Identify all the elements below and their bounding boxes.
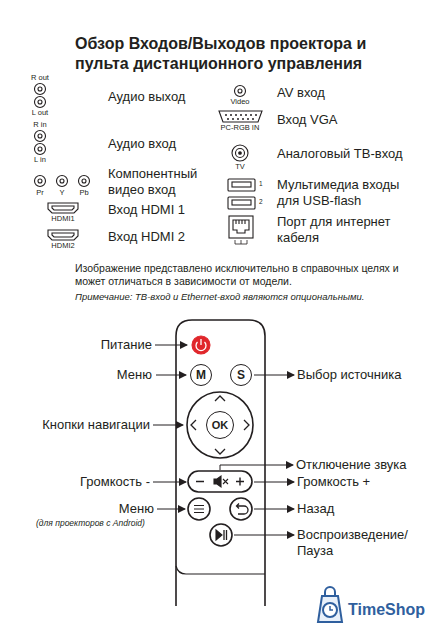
button-label: M: [196, 369, 206, 381]
button-label: S: [237, 369, 245, 381]
port-label: TV: [235, 162, 245, 171]
callout-label: Выбор источника: [297, 367, 401, 383]
callout-label: Компонентный видео вход: [108, 166, 213, 197]
callout-label: Назад: [297, 501, 334, 517]
callout-label: Громкость +: [297, 474, 370, 490]
remote-button: OK: [206, 411, 234, 439]
callout-label: Отключение звука: [296, 457, 407, 473]
port-label: 2: [259, 198, 263, 206]
callout-label: AV вход: [277, 85, 325, 101]
port-label: L out: [32, 108, 48, 117]
remote-button: M: [190, 364, 212, 386]
callout-label: Примечание: ТВ-вход и Ethernet-вход явля…: [75, 291, 420, 302]
port-label: Y: [59, 188, 64, 197]
callout-label: Воспроизведение/ Пауза: [297, 527, 422, 558]
callout-label: Меню: [117, 367, 152, 383]
callout-label: (для проекторов с Android): [36, 518, 145, 528]
callout-label: Аналоговый ТВ-вход: [277, 146, 403, 162]
callout-label: Питание: [101, 337, 152, 353]
button-label: OK: [212, 420, 229, 431]
callout-label: Аудио выход: [108, 89, 185, 105]
port-label: HDMI1: [51, 214, 74, 223]
port-label: Pb: [79, 188, 88, 197]
watermark: TimeShop: [348, 600, 425, 619]
port-label: Pr: [36, 188, 44, 197]
callout-label: Вход VGA: [277, 112, 337, 128]
remote-button: S: [230, 364, 252, 386]
callout-label: Меню: [119, 501, 154, 517]
port-label: HDMI2: [51, 241, 74, 250]
port-label: Video: [230, 97, 249, 106]
callout-label: Вход HDMI 1: [108, 202, 185, 218]
callout-label: Изображение представлено исключительно в…: [75, 262, 417, 287]
callout-label: Аудио вход: [108, 136, 176, 152]
callout-label: Вход HDMI 2: [108, 229, 185, 245]
page-title: Обзор Входов/Выходов проектора и пульта …: [75, 34, 395, 74]
callout-label: Мультимедиа входы для USB-flash: [277, 177, 415, 208]
port-label: R out: [31, 73, 49, 82]
callout-label: Кнопки навигации: [42, 417, 150, 433]
port-label: PC-RGB IN: [221, 123, 260, 132]
callout-label: Громкость -: [80, 474, 150, 490]
port-label: L in: [34, 155, 46, 164]
callout-label: Порт для интернет кабеля: [277, 214, 402, 245]
port-label: 1: [259, 180, 263, 188]
port-label: R in: [33, 120, 46, 129]
